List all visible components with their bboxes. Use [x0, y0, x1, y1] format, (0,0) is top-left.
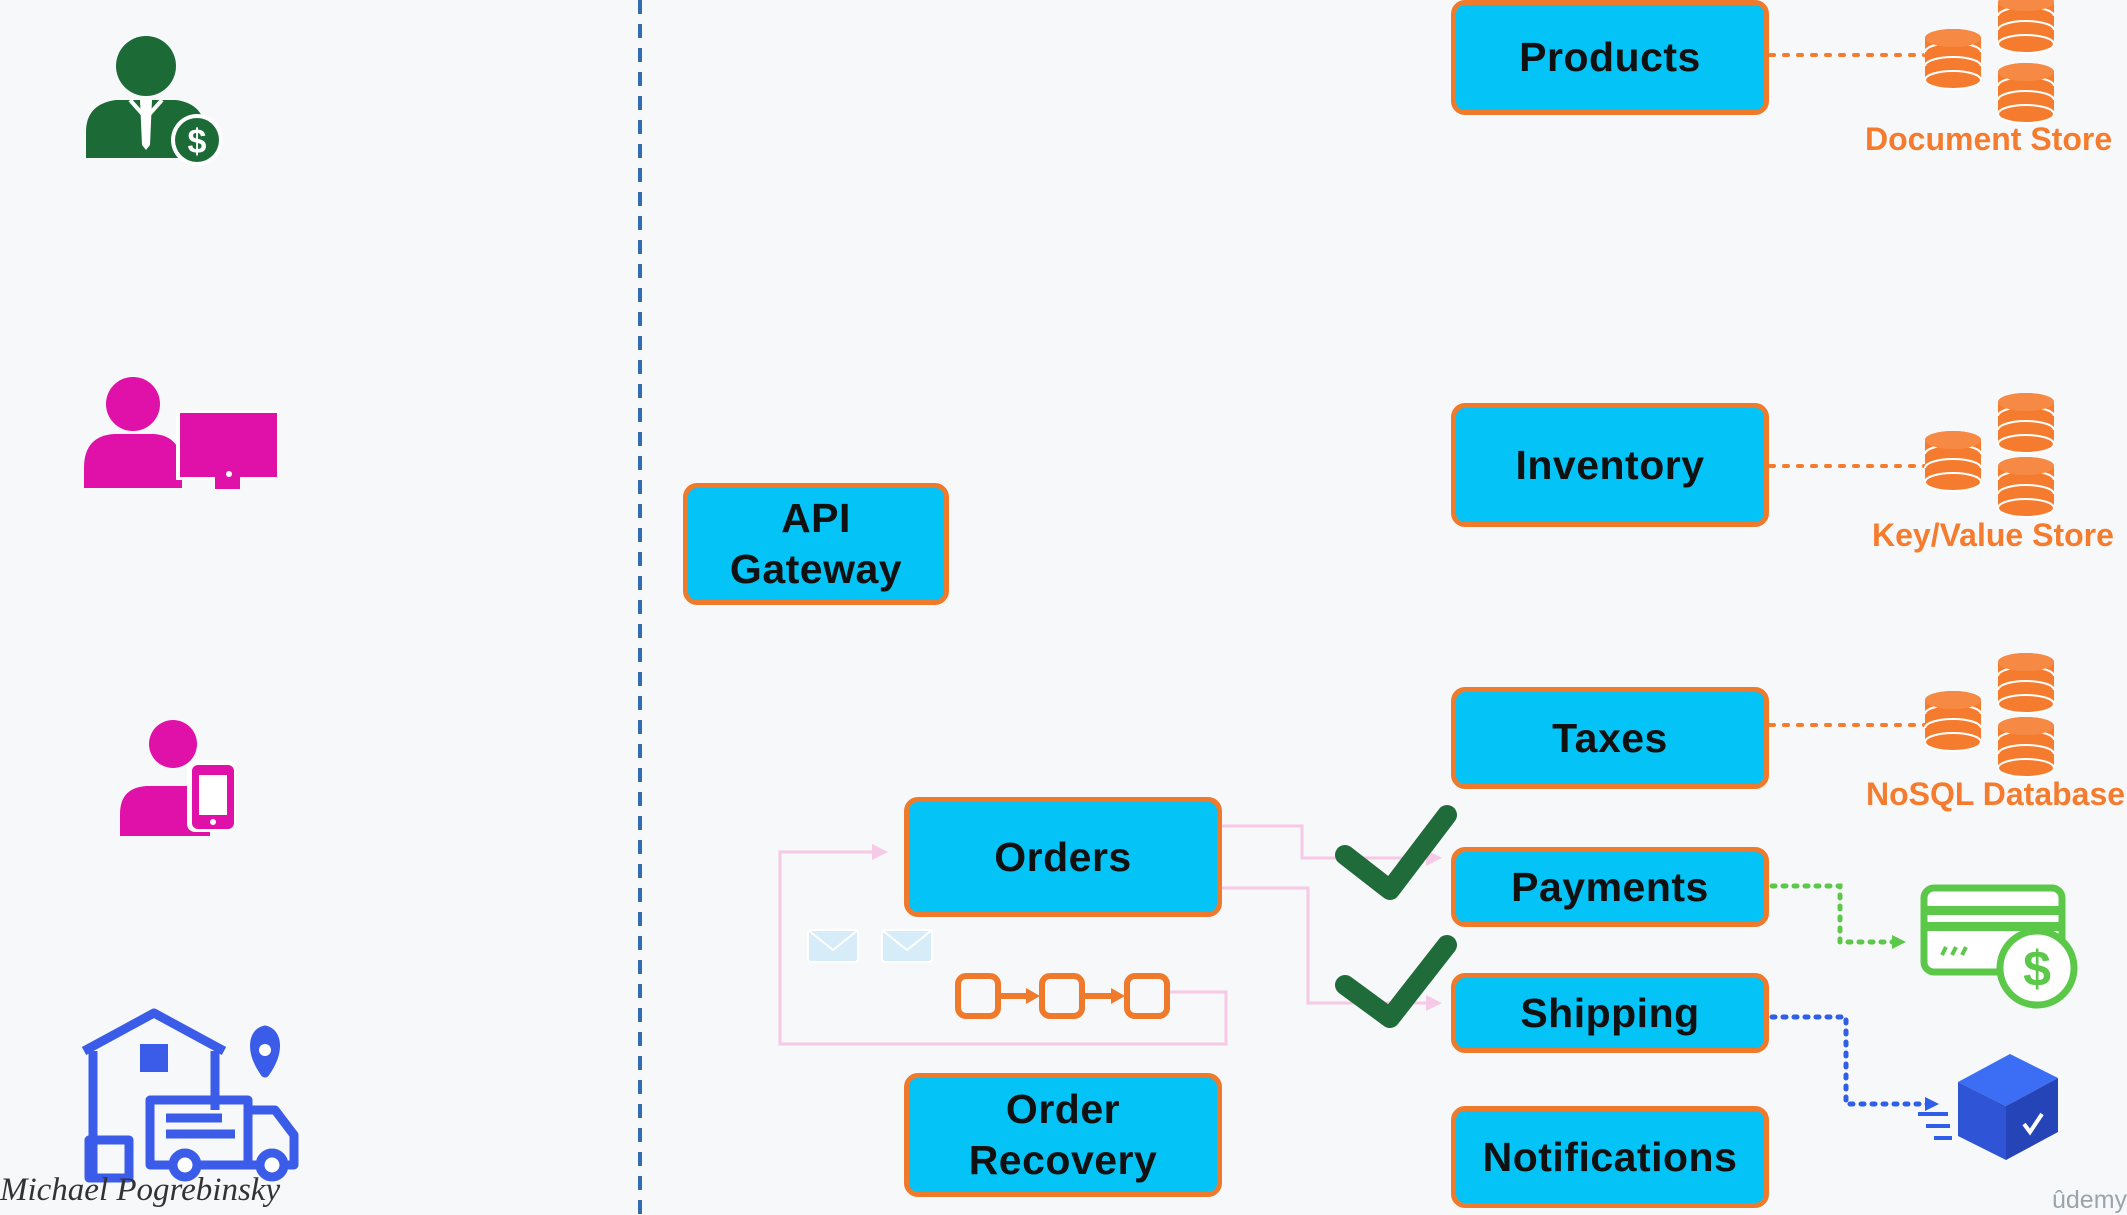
user-desktop-icon — [84, 377, 279, 489]
api-gateway-box: API Gateway — [683, 483, 949, 605]
products-service-box: Products — [1451, 0, 1769, 115]
taxes-service-box: Taxes — [1451, 687, 1769, 789]
envelope-icon — [807, 929, 859, 963]
notifications-service-box: Notifications — [1451, 1106, 1769, 1208]
database-stack-icon — [1924, 392, 2055, 518]
shipping-box-icon — [1918, 1054, 2058, 1160]
orders-label: Orders — [994, 833, 1132, 880]
payments-label: Payments — [1511, 863, 1709, 910]
orders-service-box: Orders — [904, 797, 1222, 917]
businessman-dollar-icon: $ — [86, 36, 223, 166]
udemy-watermark: ûdemy — [2052, 1186, 2127, 1214]
document-store-label: Document Store — [1865, 121, 2113, 157]
database-stack-icon — [1924, 652, 2055, 778]
checkmark-icon — [1335, 935, 1457, 1028]
author-credit: Michael Pogrebinsky — [0, 1172, 281, 1208]
shipping-service-box: Shipping — [1451, 973, 1769, 1053]
shipping-label: Shipping — [1520, 989, 1700, 1036]
nosql-database-label: NoSQL Database — [1866, 776, 2126, 812]
payments-service-box: Payments — [1451, 847, 1769, 927]
warehouse-delivery-icon — [81, 1008, 299, 1183]
products-label: Products — [1519, 34, 1701, 80]
order-recovery-label: Order Recovery — [968, 1086, 1158, 1183]
api-gateway-label: API Gateway — [729, 495, 903, 592]
database-stack-icon — [1924, 0, 2055, 124]
inventory-service-box: Inventory — [1451, 403, 1769, 527]
checkmark-icon — [1335, 805, 1457, 900]
shipping-link — [1769, 1014, 1939, 1111]
key-value-store-label: Key/Value Store — [1872, 517, 2114, 553]
envelope-icon — [881, 929, 933, 963]
saga-steps-icon — [955, 973, 1170, 1019]
order-recovery-service-box: Order Recovery — [904, 1073, 1222, 1197]
svg-text:$: $ — [2023, 941, 2051, 997]
svg-text:$: $ — [188, 123, 207, 161]
user-mobile-icon — [120, 720, 236, 836]
inventory-label: Inventory — [1515, 441, 1705, 488]
notifications-label: Notifications — [1482, 1133, 1738, 1180]
credit-card-dollar-icon: $ — [1920, 884, 2078, 1009]
payments-link — [1769, 883, 1906, 949]
taxes-label: Taxes — [1552, 714, 1668, 761]
